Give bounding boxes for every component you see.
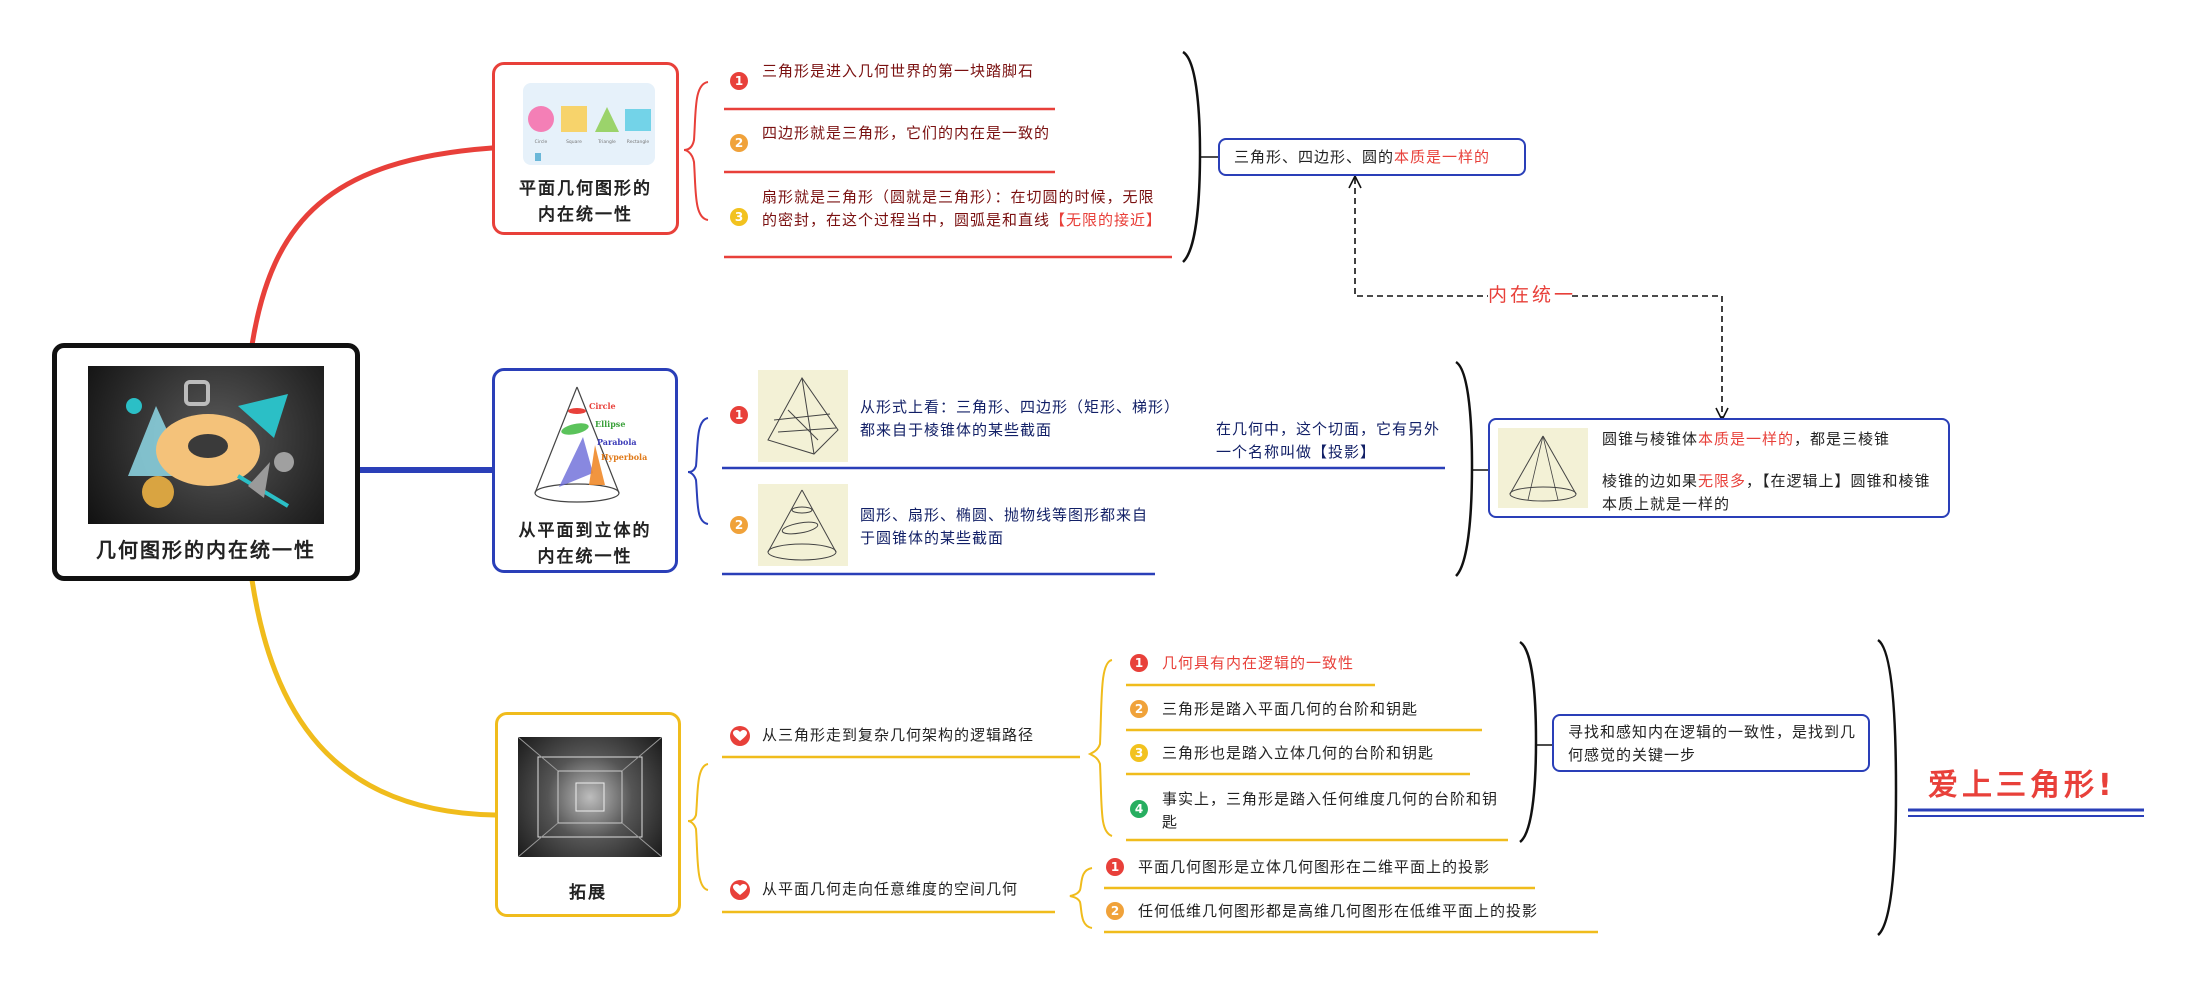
- thumb-label-square: Square: [566, 139, 582, 145]
- cone-label-parabola: Parabola: [597, 437, 637, 447]
- plane-item-1-text[interactable]: 三角形是进入几何世界的第一块踏脚石: [762, 60, 1052, 83]
- extend-g2-item-2-text[interactable]: 任何低维几何图形都是高维几何图形在低维平面上的投影: [1138, 900, 1538, 923]
- pyramid-sections-thumbnail: [758, 370, 848, 462]
- solid-title-line2: 内在统一性: [495, 545, 675, 569]
- extend-group-2-label[interactable]: 从平面几何走向任意维度的空间几何: [762, 878, 1018, 901]
- branch-node-extend[interactable]: 拓展: [495, 712, 681, 917]
- summary-plane[interactable]: 三角形、四边形、圆的本质是一样的: [1218, 138, 1526, 176]
- plane-item-3-highlight: 【无限的接近】: [1050, 211, 1162, 229]
- thumb-label-rectangle: Rectangle: [627, 139, 650, 145]
- brace-extend-group-1-items: [1090, 660, 1112, 836]
- solid-item-1-text[interactable]: 从形式上看：三角形、四边形（矩形、梯形）都来自于棱锥体的某些截面: [860, 396, 1190, 442]
- extend-g2-item-1-number: 1: [1106, 858, 1124, 876]
- extend-group-2-heart-icon: [730, 880, 750, 900]
- escher-thumbnail: [518, 737, 662, 857]
- cone-label-circle: Circle: [589, 401, 616, 411]
- relation-label: 内在统一: [1488, 284, 1576, 307]
- plane-shapes-thumbnail: Circle Square Triangle Rectangle: [523, 83, 655, 165]
- geometry-shapes-illustration: [88, 366, 324, 524]
- bracket-conclusion: [1878, 640, 1896, 935]
- plane-title-line1: 平面几何图形的: [495, 177, 676, 201]
- extend-g2-item-2-number: 2: [1106, 902, 1124, 920]
- extend-g1-item-2-number: 2: [1130, 700, 1148, 718]
- summary-solid-line2: 棱锥的边如果无限多，【在逻辑上】圆锥和棱锥本质上就是一样的: [1602, 470, 1940, 516]
- branch-curve-plane: [252, 148, 492, 345]
- bracket-plane-summary: [1183, 52, 1200, 262]
- plane-item-2-number: 2: [730, 134, 748, 152]
- summary-solid[interactable]: 圆锥与棱锥体本质是一样的，都是三棱锥 棱锥的边如果无限多，【在逻辑上】圆锥和棱锥…: [1488, 418, 1950, 518]
- extend-g1-item-1-text[interactable]: 几何具有内在逻辑的一致性: [1162, 652, 1354, 675]
- brace-extend-group-2-items: [1070, 868, 1092, 928]
- summary-plane-highlight: 本质是一样的: [1394, 148, 1490, 166]
- summary-extend[interactable]: 寻找和感知内在逻辑的一致性，是找到几何感觉的关键一步: [1552, 714, 1870, 772]
- root-node[interactable]: 几何图形的内在统一性: [52, 343, 360, 581]
- extend-group-1-label[interactable]: 从三角形走到复杂几何架构的逻辑路径: [762, 724, 1034, 747]
- cone-label-ellipse: Ellipse: [595, 419, 625, 429]
- plane-item-3-text[interactable]: 扇形就是三角形（圆就是三角形）：在切圆的时候，无限的密封，在这个过程当中，圆弧是…: [762, 186, 1170, 232]
- root-title: 几何图形的内在统一性: [57, 538, 355, 562]
- cone-sections-thumbnail: Circle Ellipse Parabola Hyperbola: [523, 381, 653, 509]
- thumb-label-circle: Circle: [535, 139, 548, 145]
- extend-group-1-heart-icon: [730, 726, 750, 746]
- solid-title-line1: 从平面到立体的: [495, 519, 675, 543]
- branch-node-solid[interactable]: Circle Ellipse Parabola Hyperbola 从平面到立体…: [492, 368, 678, 573]
- solid-item-1-number: 1: [730, 406, 748, 424]
- bracket-extend-summary: [1520, 642, 1536, 842]
- bracket-solid-summary: [1456, 362, 1472, 576]
- conclusion-text[interactable]: 爱上三角形!: [1928, 766, 2116, 806]
- brace-extend-groups: [688, 764, 708, 890]
- extend-g1-item-1-number: 1: [1130, 654, 1148, 672]
- branch-curve-extend: [252, 580, 495, 815]
- extend-g2-item-1-text[interactable]: 平面几何图形是立体几何图形在二维平面上的投影: [1138, 856, 1490, 879]
- summary-solid-line1: 圆锥与棱锥体本质是一样的，都是三棱锥: [1602, 428, 1890, 451]
- solid-item-2-text[interactable]: 圆形、扇形、椭圆、抛物线等图形都来自于圆锥体的某些截面: [860, 504, 1152, 550]
- plane-item-1-number: 1: [730, 72, 748, 90]
- cone-summary-thumbnail: [1498, 428, 1588, 508]
- cone-label-hyperbola: Hyperbola: [601, 452, 647, 462]
- extend-g1-item-4-number: 4: [1130, 800, 1148, 818]
- extend-title: 拓展: [498, 881, 678, 905]
- plane-title-line2: 内在统一性: [495, 203, 676, 227]
- extend-g1-item-3-text[interactable]: 三角形也是踏入立体几何的台阶和钥匙: [1162, 742, 1434, 765]
- summary-extend-text: 寻找和感知内在逻辑的一致性，是找到几何感觉的关键一步: [1568, 721, 1860, 767]
- brace-plane-items: [684, 82, 708, 220]
- solid-item-2-number: 2: [730, 516, 748, 534]
- extend-g1-item-2-text[interactable]: 三角形是踏入平面几何的台阶和钥匙: [1162, 698, 1418, 721]
- summary-plane-text: 三角形、四边形、圆的本质是一样的: [1234, 146, 1490, 169]
- cone-slices-thumbnail: [758, 484, 848, 566]
- projection-note[interactable]: 在几何中，这个切面，它有另外一个名称叫做【投影】: [1216, 418, 1444, 464]
- root-image: [88, 366, 324, 524]
- plane-item-3-number: 3: [730, 208, 748, 226]
- extend-g1-item-4-text[interactable]: 事实上，三角形是踏入任何维度几何的台阶和钥匙: [1162, 788, 1508, 834]
- branch-node-plane[interactable]: Circle Square Triangle Rectangle 平面几何图形的…: [492, 62, 679, 235]
- thumb-label-triangle: Triangle: [597, 139, 616, 145]
- extend-g1-item-3-number: 3: [1130, 744, 1148, 762]
- plane-item-2-text[interactable]: 四边形就是三角形，它们的内在是一致的: [762, 122, 1052, 145]
- brace-solid-items: [688, 418, 708, 524]
